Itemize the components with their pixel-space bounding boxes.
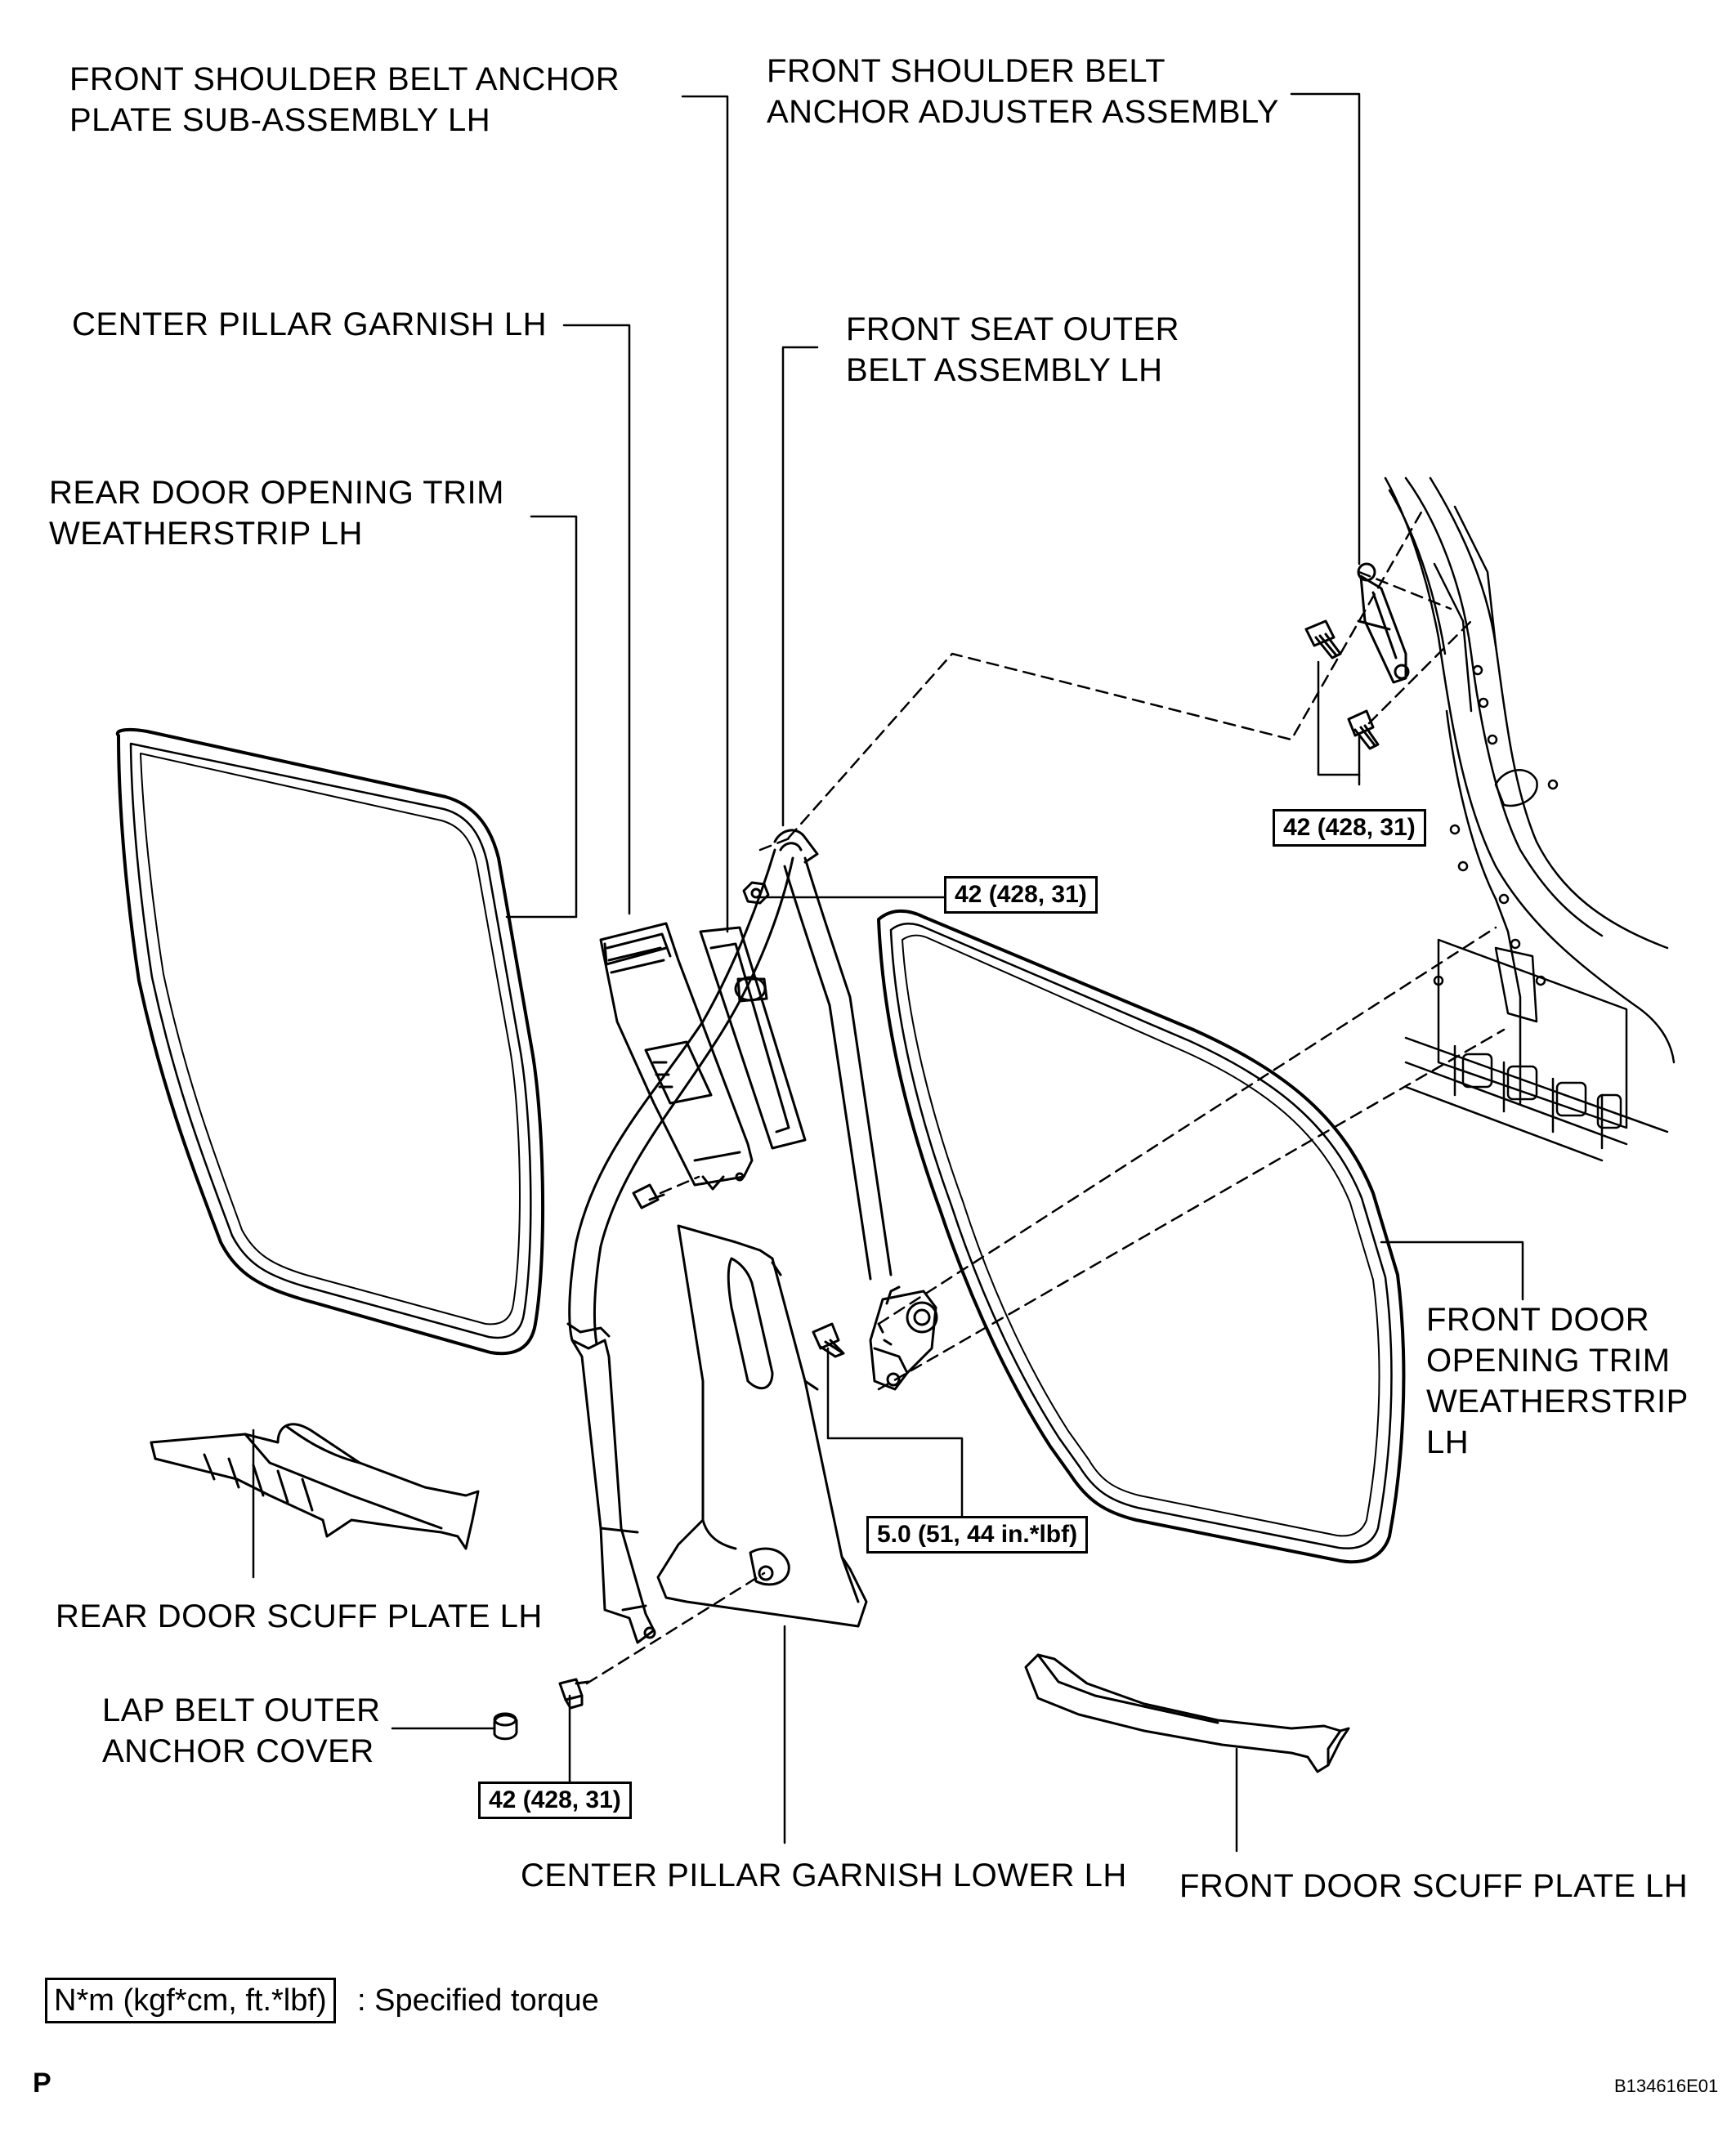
label-line: PLATE SUB-ASSEMBLY LH <box>69 102 491 138</box>
leader-torque-adjuster <box>1317 660 1361 786</box>
leader-torque-retractor <box>826 1347 964 1518</box>
torque-box-lower-anchor-bolt: 42 (428, 31) <box>478 1782 632 1819</box>
label-line: OPENING TRIM <box>1426 1343 1671 1379</box>
anchor-adjuster-drawing <box>1357 562 1410 684</box>
label-line: FRONT SHOULDER BELT ANCHOR <box>69 61 620 97</box>
label-line: REAR DOOR SCUFF PLATE LH <box>56 1598 543 1634</box>
label-center-pillar-garnish: CENTER PILLAR GARNISH LH <box>72 304 547 345</box>
label-line: CENTER PILLAR GARNISH LOWER LH <box>521 1858 1127 1893</box>
alignment-lines <box>585 509 1506 1685</box>
label-line: LAP BELT OUTER <box>102 1692 381 1728</box>
torque-box-retractor-bolt: 5.0 (51, 44 in.*lbf) <box>866 1516 1089 1554</box>
center-pillar-garnish-lower-drawing <box>656 1224 868 1628</box>
leader-outer-belt <box>781 346 819 827</box>
dash-retractor <box>877 926 1497 1326</box>
label-center-pillar-garnish-lower: CENTER PILLAR GARNISH LOWER LH <box>521 1855 1127 1896</box>
body-pillar-drawing <box>1384 476 1676 1162</box>
shoulder-anchor-plate-drawing <box>699 926 807 1150</box>
front-door-weatherstrip-drawing <box>877 909 1406 1564</box>
retractor-drawing <box>869 1285 938 1391</box>
label-line: FRONT SHOULDER BELT <box>767 53 1166 89</box>
label-line: ANCHOR ADJUSTER ASSEMBLY <box>767 94 1279 130</box>
label-front-shoulder-adjuster: FRONT SHOULDER BELT ANCHOR ADJUSTER ASSE… <box>767 51 1279 132</box>
legend-torque-unit-box: N*m (kgf*cm, ft.*lbf) <box>45 1978 336 2023</box>
retractor-bolt-drawing <box>812 1322 845 1358</box>
label-lap-belt-anchor-cover: LAP BELT OUTER ANCHOR COVER <box>102 1690 380 1772</box>
seat-belt-drawing <box>566 829 893 1644</box>
label-line: WEATHERSTRIP <box>1426 1384 1689 1419</box>
corner-mark: P <box>33 2068 51 2099</box>
figure-id: B134616E01 <box>1614 2076 1719 2096</box>
label-front-seat-outer-belt: FRONT SEAT OUTER BELT ASSEMBLY LH <box>846 309 1179 391</box>
torque-box-upper-anchor-nut: 42 (428, 31) <box>944 876 1098 914</box>
label-line: FRONT DOOR SCUFF PLATE LH <box>1179 1868 1689 1904</box>
torque-box-adjuster-bolts: 42 (428, 31) <box>1273 809 1426 847</box>
front-door-scuff-plate-drawing <box>1024 1653 1350 1773</box>
rear-door-weatherstrip-drawing <box>115 727 545 1356</box>
leader-lines <box>252 92 1524 1853</box>
leader-anchor-plate <box>681 95 729 933</box>
leader-rear-weatherstrip <box>505 515 578 919</box>
dash-lower-anchor <box>585 1571 766 1685</box>
label-rear-door-trim-weatherstrip: REAR DOOR OPENING TRIM WEATHERSTRIP LH <box>49 472 504 554</box>
lap-belt-cover-drawing <box>493 1712 518 1741</box>
label-front-door-scuff-plate: FRONT DOOR SCUFF PLATE LH <box>1179 1866 1688 1907</box>
label-line: ANCHOR COVER <box>102 1733 374 1769</box>
center-pillar-garnish-drawing <box>599 922 754 1191</box>
label-line: LH <box>1426 1424 1470 1460</box>
lower-anchor-bolt-drawing <box>558 1678 590 1710</box>
label-front-shoulder-anchor-plate: FRONT SHOULDER BELT ANCHOR PLATE SUB-ASS… <box>69 59 620 141</box>
label-rear-door-scuff-plate: REAR DOOR SCUFF PLATE LH <box>56 1596 543 1637</box>
leader-adjuster <box>1290 92 1361 566</box>
leader-center-garnish <box>562 324 631 915</box>
label-line: WEATHERSTRIP LH <box>49 516 363 552</box>
adjuster-bolts-drawing <box>1304 619 1380 750</box>
upper-anchor-nut-drawing <box>742 881 770 905</box>
label-line: BELT ASSEMBLY LH <box>846 352 1163 388</box>
dash-top-anchor <box>787 509 1424 839</box>
label-line: FRONT SEAT OUTER <box>846 311 1180 347</box>
legend-description: : Specified torque <box>357 1983 599 2018</box>
label-line: FRONT DOOR <box>1426 1302 1650 1338</box>
leader-front-weatherstrip <box>1380 1241 1524 1301</box>
garnish-clip-bolt-drawing <box>632 1183 665 1209</box>
rear-door-scuff-plate-drawing <box>150 1423 480 1550</box>
label-front-door-trim-weatherstrip: FRONT DOOR OPENING TRIM WEATHERSTRIP LH <box>1426 1299 1689 1463</box>
label-line: CENTER PILLAR GARNISH LH <box>72 306 548 342</box>
label-line: REAR DOOR OPENING TRIM <box>49 475 504 511</box>
